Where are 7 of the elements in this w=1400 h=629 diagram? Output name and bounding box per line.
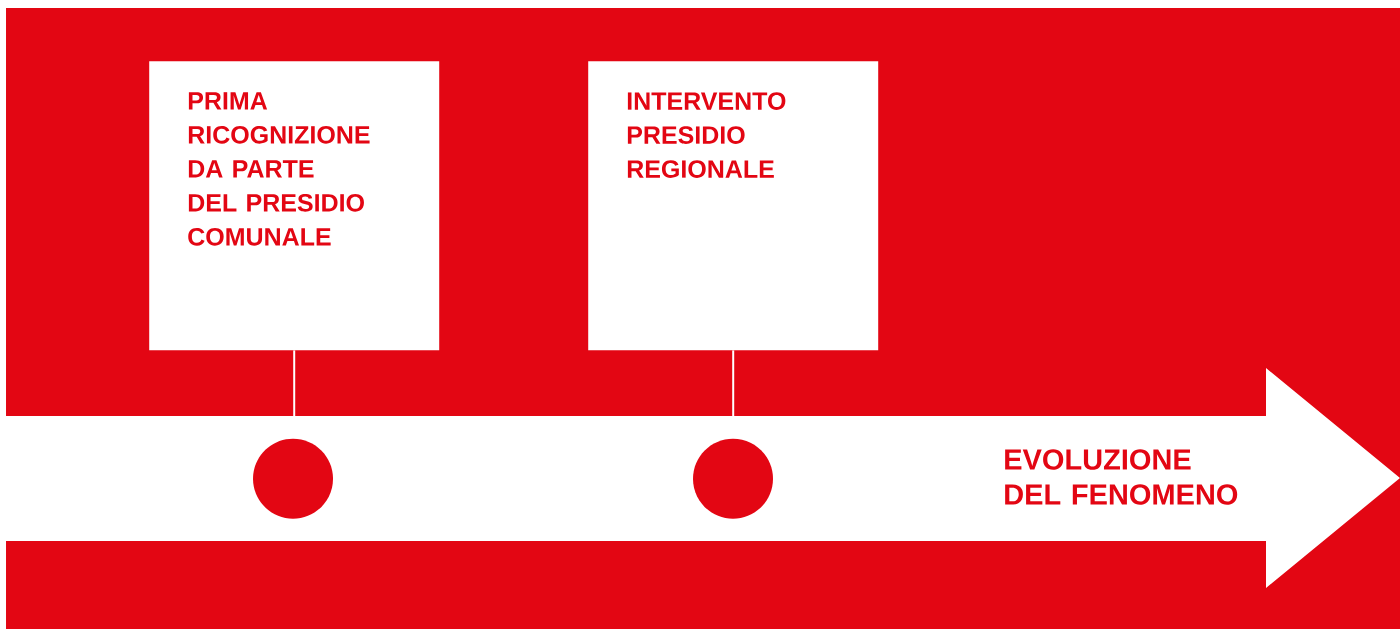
node-label: EVOLUZIONE DEL FENOMENO [1005,449,1238,505]
text-card: INTERVENTO PRESIDIO REGIONALE [588,61,879,351]
timeline-dot [253,438,333,519]
connector-line [293,349,296,417]
text-card: PRIMA RICOGNIZIONE DA PARTE DEL PRESIDIO COMUNALE [149,61,440,351]
timeline-dot [693,438,773,519]
connector-line [732,349,735,417]
